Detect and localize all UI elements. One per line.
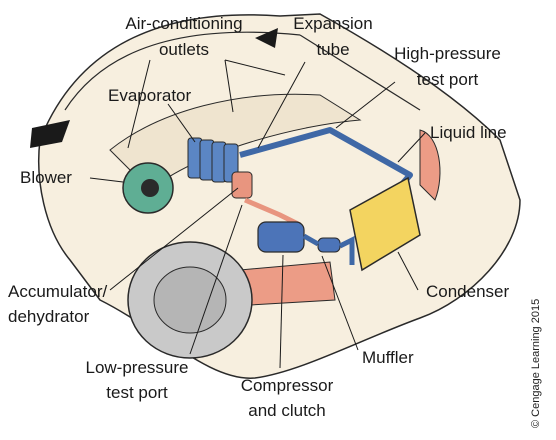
low-pressure-line2: test port [106, 383, 168, 402]
ac-outlets-line1: Air-conditioning [125, 14, 243, 33]
liquid-line-label: Liquid line [430, 123, 507, 142]
expansion-tube-line1: Expansion [293, 14, 373, 33]
high-pressure-line2: test port [416, 70, 479, 89]
muffler-body [317, 237, 341, 253]
side-window [30, 120, 70, 148]
low-pressure-label: Low-pressure test port [62, 358, 212, 403]
compressor-label: Compressor and clutch [225, 376, 349, 421]
accumulator-label: Accumulator/ dehydrator [8, 282, 107, 327]
ac-outlets-line2: outlets [158, 40, 210, 59]
expansion-tube-line2: tube [316, 40, 350, 59]
compressor-body [257, 221, 305, 253]
condenser-core [349, 176, 421, 272]
blower-label: Blower [20, 168, 72, 187]
evaporator-core [187, 137, 239, 183]
tire-hub [153, 266, 227, 334]
leader-lines [89, 59, 426, 369]
discharge-hose [302, 233, 355, 265]
accumulator-line1: Accumulator/ [8, 282, 108, 301]
condenser-label: Condenser [426, 282, 510, 301]
evaporator-label: Evaporator [108, 86, 192, 105]
copyright-notice: © Cengage Learning 2015 [530, 298, 542, 428]
accumulator-dehydrator [231, 171, 253, 199]
front-panel-lower [239, 261, 336, 306]
high-pressure-label: High-pressure test port [375, 44, 520, 90]
high-pressure-line1: High-pressure [394, 44, 501, 63]
blower-hub [141, 179, 159, 197]
low-pressure-line1: Low-pressure [85, 358, 189, 377]
compressor-line1: Compressor [240, 376, 334, 395]
compressor-line2: and clutch [248, 401, 326, 420]
ac-outlets-label: Air-conditioning outlets [103, 14, 265, 60]
mirror [255, 28, 278, 48]
headlight-right [419, 129, 441, 201]
expansion-tube-label: Expansion tube [278, 14, 388, 60]
accumulator-line2: dehydrator [8, 307, 90, 326]
windshield-frame [64, 31, 421, 111]
muffler-label: Muffler [362, 348, 414, 367]
